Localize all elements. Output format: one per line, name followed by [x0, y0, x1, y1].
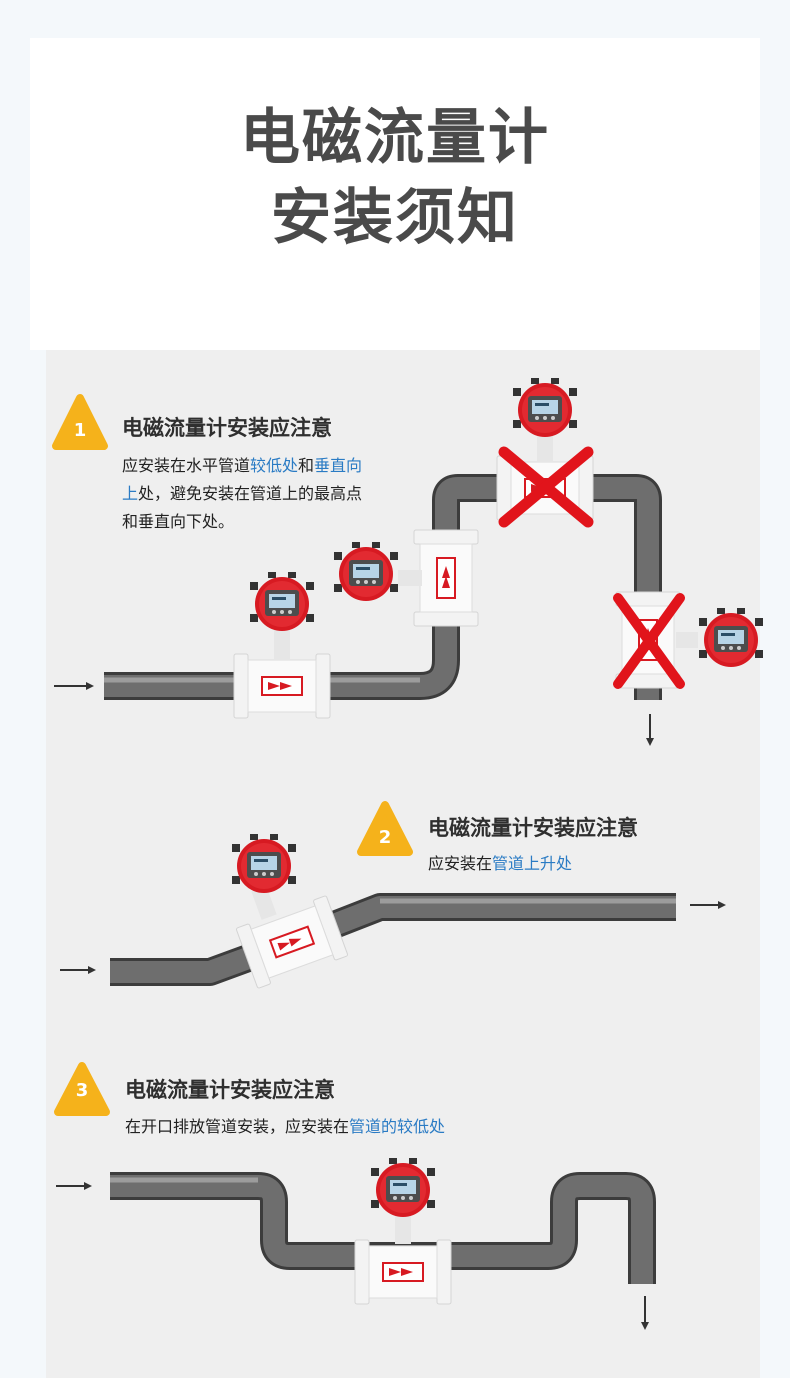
- meter-correct-vertical: [413, 529, 479, 627]
- section1-text: 应安装在水平管道较低处和垂直向 上处，避免安装在管道上的最高点 和垂直向下处。: [122, 456, 363, 531]
- warning-triangle-icon: [54, 1062, 110, 1116]
- inlet-arrow-icon: [54, 682, 94, 690]
- section2-number: 2: [378, 827, 392, 848]
- section2-text: 应安装在管道上升处: [428, 854, 573, 873]
- meter-correct-low-point: [354, 1239, 452, 1305]
- page-title-line1: 电磁流量计: [240, 103, 550, 173]
- warning-triangle-icon: [52, 394, 108, 450]
- outlet-arrow-icon: [641, 1296, 649, 1330]
- section3-heading: 电磁流量计安装应注意: [125, 1078, 335, 1102]
- outlet-arrow-icon: [646, 714, 654, 746]
- section1-diagram: [52, 378, 763, 746]
- wrong-cross-icon: [498, 446, 594, 528]
- inlet-arrow-icon: [56, 1182, 92, 1190]
- section2-heading: 电磁流量计安装应注意: [428, 816, 638, 840]
- section1-heading: 电磁流量计安装应注意: [122, 416, 332, 440]
- section3-number: 3: [75, 1080, 89, 1101]
- meter-correct-rising: [234, 894, 350, 990]
- header-card: [30, 38, 760, 350]
- page-title-line2: 安装须知: [271, 183, 519, 253]
- section1-number: 1: [73, 420, 87, 441]
- section3-text: 在开口排放管道安装，应安装在管道的较低处: [125, 1117, 446, 1136]
- outlet-arrow-icon: [690, 901, 726, 909]
- meter-correct-horizontal: [233, 653, 331, 719]
- warning-triangle-icon: [357, 801, 413, 856]
- section2-diagram: [60, 801, 726, 990]
- inlet-arrow-icon: [60, 966, 96, 974]
- section3-diagram: [54, 1062, 656, 1330]
- wrong-cross-icon: [613, 593, 685, 689]
